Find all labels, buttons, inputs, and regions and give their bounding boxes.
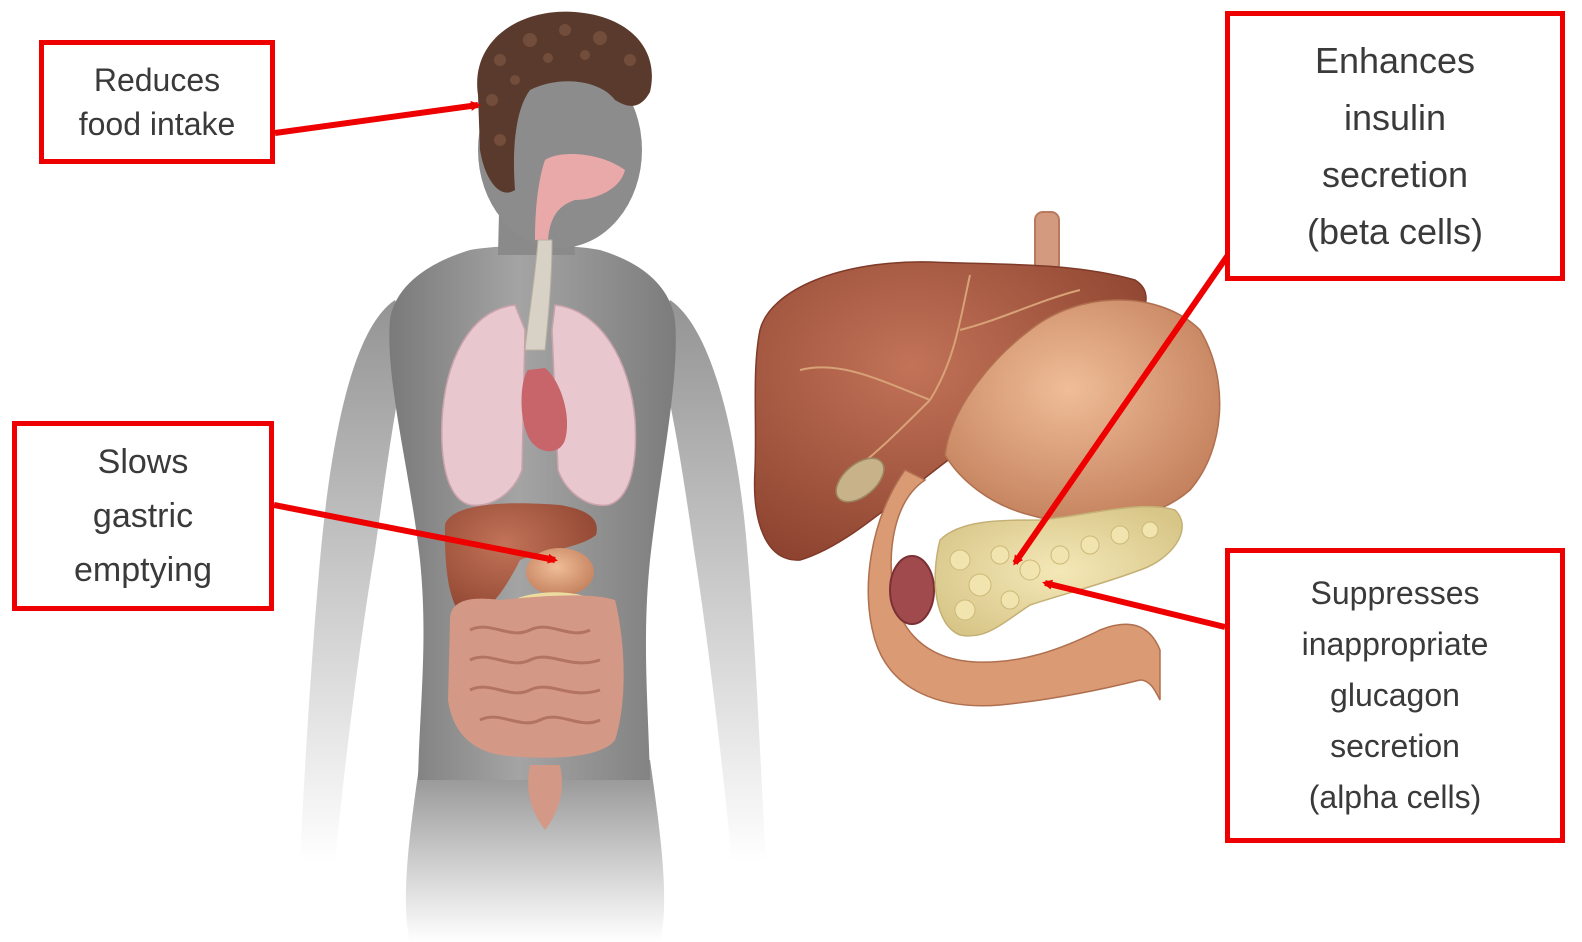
callout-gastric-line-1: Slows <box>98 435 189 489</box>
callout-insulin-line-2: insulin <box>1344 89 1446 146</box>
intestines <box>448 595 624 757</box>
callout-glucagon-line-1: Suppresses <box>1311 568 1480 619</box>
callout-gastric-line-2: gastric <box>93 489 193 543</box>
arrow-glucagon <box>1045 583 1225 627</box>
arrow-food-intake <box>275 105 478 133</box>
liver-stomach-pancreas-closeup <box>755 212 1220 706</box>
callout-insulin-line-4: (beta cells) <box>1307 203 1483 260</box>
callout-gastric-line-3: emptying <box>74 543 212 597</box>
callout-glucagon-suppression: Suppresses inappropriate glucagon secret… <box>1225 548 1565 843</box>
vessel <box>1035 212 1059 272</box>
callout-glucagon-line-5: (alpha cells) <box>1309 772 1482 823</box>
callout-insulin-line-1: Enhances <box>1315 32 1475 89</box>
callout-insulin-line-3: secretion <box>1322 146 1468 203</box>
human-body-figure <box>300 12 766 942</box>
callout-glucagon-line-4: secretion <box>1330 721 1460 772</box>
callout-food-intake-line-1: Reduces <box>94 58 220 102</box>
callout-food-intake-line-2: food intake <box>79 102 236 146</box>
callout-gastric-emptying: Slows gastric emptying <box>12 421 274 611</box>
callout-glucagon-line-3: glucagon <box>1330 670 1460 721</box>
callout-food-intake: Reduces food intake <box>39 40 275 164</box>
callout-insulin-secretion: Enhances insulin secretion (beta cells) <box>1225 11 1565 281</box>
intestine-cut-end <box>890 556 934 624</box>
callout-glucagon-line-2: inappropriate <box>1302 619 1489 670</box>
